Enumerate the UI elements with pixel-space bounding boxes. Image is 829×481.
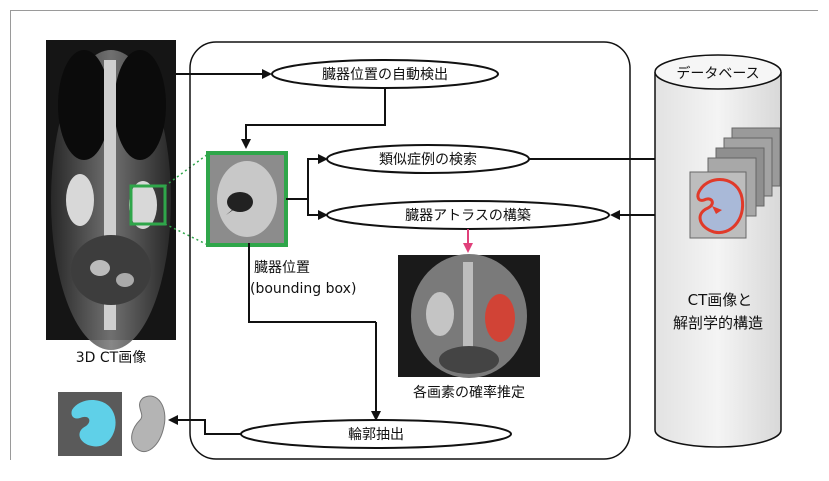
zoom-guide-top xyxy=(164,153,209,187)
connector-position-to-estimate xyxy=(248,243,376,323)
arrow-crop-to-atlas xyxy=(307,199,328,220)
detect-node-label: 臓器位置の自動検出 xyxy=(322,67,448,83)
atlas-node-label: 臓器アトラスの構築 xyxy=(405,208,531,224)
ct-volume-caption: 3D CT画像 xyxy=(76,350,146,366)
figure-frame xyxy=(10,10,818,460)
bounding-box-label: (bounding box) xyxy=(250,281,356,297)
segmentation-result-image xyxy=(58,392,122,456)
ct-coronal-image xyxy=(46,40,176,350)
ct-slice-stack xyxy=(689,127,781,239)
probability-map-image xyxy=(398,254,540,378)
database-title: データベース xyxy=(676,65,759,82)
search-node-label: 類似症例の検索 xyxy=(379,151,477,168)
database-cylinder xyxy=(654,54,782,448)
database-caption-line2: 解剖学的構造 xyxy=(673,314,763,332)
kidney-selection-box xyxy=(129,184,167,226)
arrow-detect-to-crop xyxy=(241,88,386,149)
process-box xyxy=(189,41,631,460)
contour-node-label: 輪郭抽出 xyxy=(348,426,404,443)
arrow-contour-to-result xyxy=(168,415,241,435)
arrow-crop-to-search xyxy=(286,154,328,200)
probability-caption: 各画素の確率推定 xyxy=(413,384,525,401)
database-caption-line1: CT画像と xyxy=(688,291,753,309)
position-label: 臓器位置 xyxy=(254,260,310,276)
kidney-3d-model xyxy=(131,395,166,453)
zoomed-kidney-crop xyxy=(208,153,286,245)
